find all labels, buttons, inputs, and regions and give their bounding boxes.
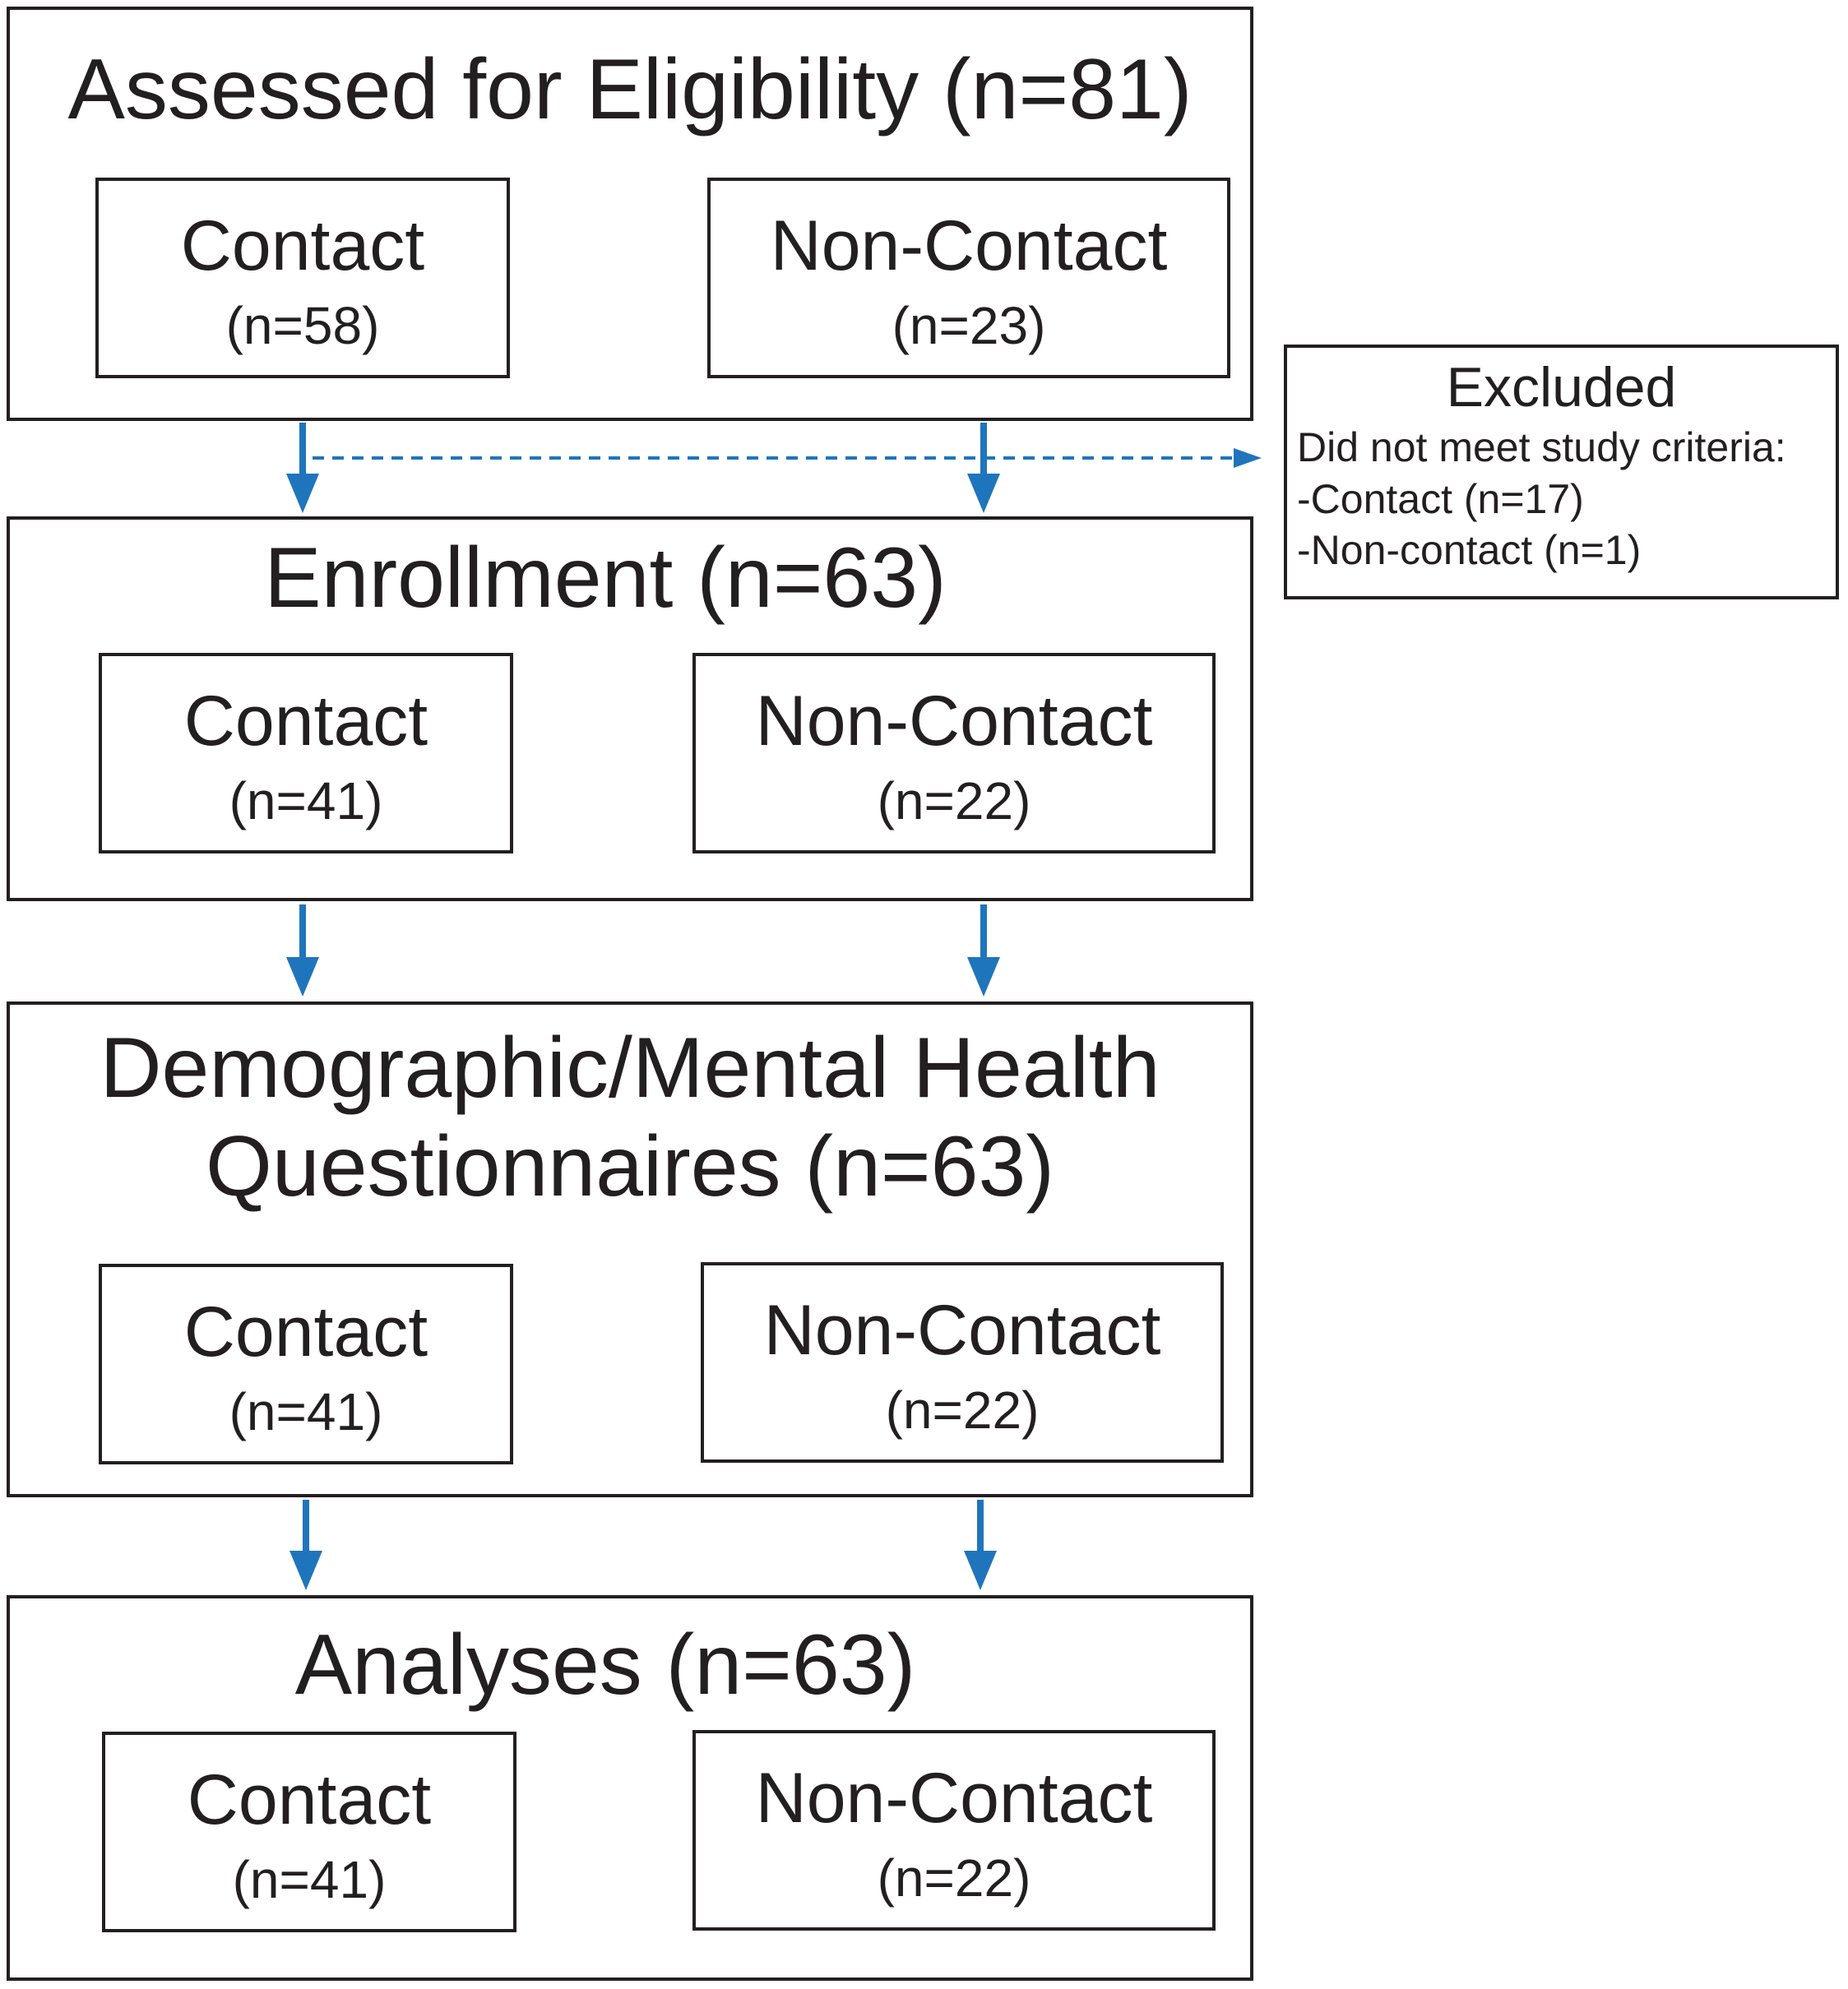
stage-assessed-box: Assessed for Eligibility (n=81) Contact … [7,7,1253,421]
excluded-box: Excluded Did not meet study criteria: -C… [1284,345,1839,599]
stage-enrollment-box: Enrollment (n=63) Contact (n=41) Non-Con… [7,516,1253,901]
arrowhead-icon [1234,448,1262,468]
stage-questionnaires-title-line1: Demographic/Mental Health [100,1020,1160,1116]
stage-analyses-contact-count: (n=41) [232,1850,387,1909]
arrowhead-icon [286,474,319,513]
excluded-item-contact: -Contact (n=17) [1297,475,1584,522]
excluded-heading: Excluded [1446,356,1677,419]
arrowhead-icon [967,474,1000,513]
arrowhead-icon [967,957,1000,997]
stage-questionnaires-contact-count: (n=41) [229,1382,383,1441]
stage-analyses-contact-label: Contact [187,1760,432,1839]
stage-assessed-noncontact-count: (n=23) [892,296,1046,355]
stage-analyses-noncontact-count: (n=22) [877,1848,1031,1908]
stage-enrollment-noncontact-box: Non-Contact (n=22) [692,653,1216,853]
stage-analyses-noncontact-box: Non-Contact (n=22) [692,1730,1216,1931]
stage-assessed-noncontact-label: Non-Contact [770,206,1168,285]
stage-questionnaires-noncontact-box: Non-Contact (n=22) [701,1262,1224,1463]
arrowhead-icon [286,957,319,997]
stage-analyses-noncontact-label: Non-Contact [755,1759,1153,1838]
arrowhead-icon [289,1551,322,1590]
stage-enrollment-noncontact-label: Non-Contact [755,682,1153,761]
stage-enrollment-noncontact-count: (n=22) [877,771,1031,830]
stage-assessed-contact-count: (n=58) [225,296,380,355]
excluded-item-noncontact: -Non-contact (n=1) [1297,527,1642,573]
stage-assessed-contact-label: Contact [180,206,425,285]
stage-analyses-box: Analyses (n=63) Contact (n=41) Non-Conta… [7,1595,1253,1981]
stage-analyses-contact-box: Contact (n=41) [102,1732,516,1932]
stage-questionnaires-noncontact-label: Non-Contact [763,1291,1161,1370]
stage-questionnaires-title-line2: Questionnaires (n=63) [206,1119,1054,1214]
stage-questionnaires-noncontact-count: (n=22) [885,1381,1040,1440]
stage-enrollment-contact-count: (n=41) [229,771,383,830]
stage-questionnaires-contact-label: Contact [183,1293,428,1371]
stage-questionnaires-box: Demographic/Mental Health Questionnaires… [7,1001,1253,1497]
arrow-heads [286,448,1262,1590]
arrow-shafts [299,423,987,1562]
stage-assessed-contact-box: Contact (n=58) [95,178,510,378]
stage-enrollment-contact-box: Contact (n=41) [99,653,513,853]
stage-analyses-title: Analyses (n=63) [294,1617,916,1713]
stage-assessed-noncontact-box: Non-Contact (n=23) [707,178,1230,378]
stage-enrollment-title: Enrollment (n=63) [264,530,947,626]
stage-enrollment-contact-label: Contact [183,682,428,761]
excluded-reason: Did not meet study criteria: [1297,424,1786,470]
stage-questionnaires-contact-box: Contact (n=41) [99,1264,513,1464]
arrowhead-icon [964,1551,997,1590]
stage-assessed-title: Assessed for Eligibility (n=81) [67,42,1193,137]
